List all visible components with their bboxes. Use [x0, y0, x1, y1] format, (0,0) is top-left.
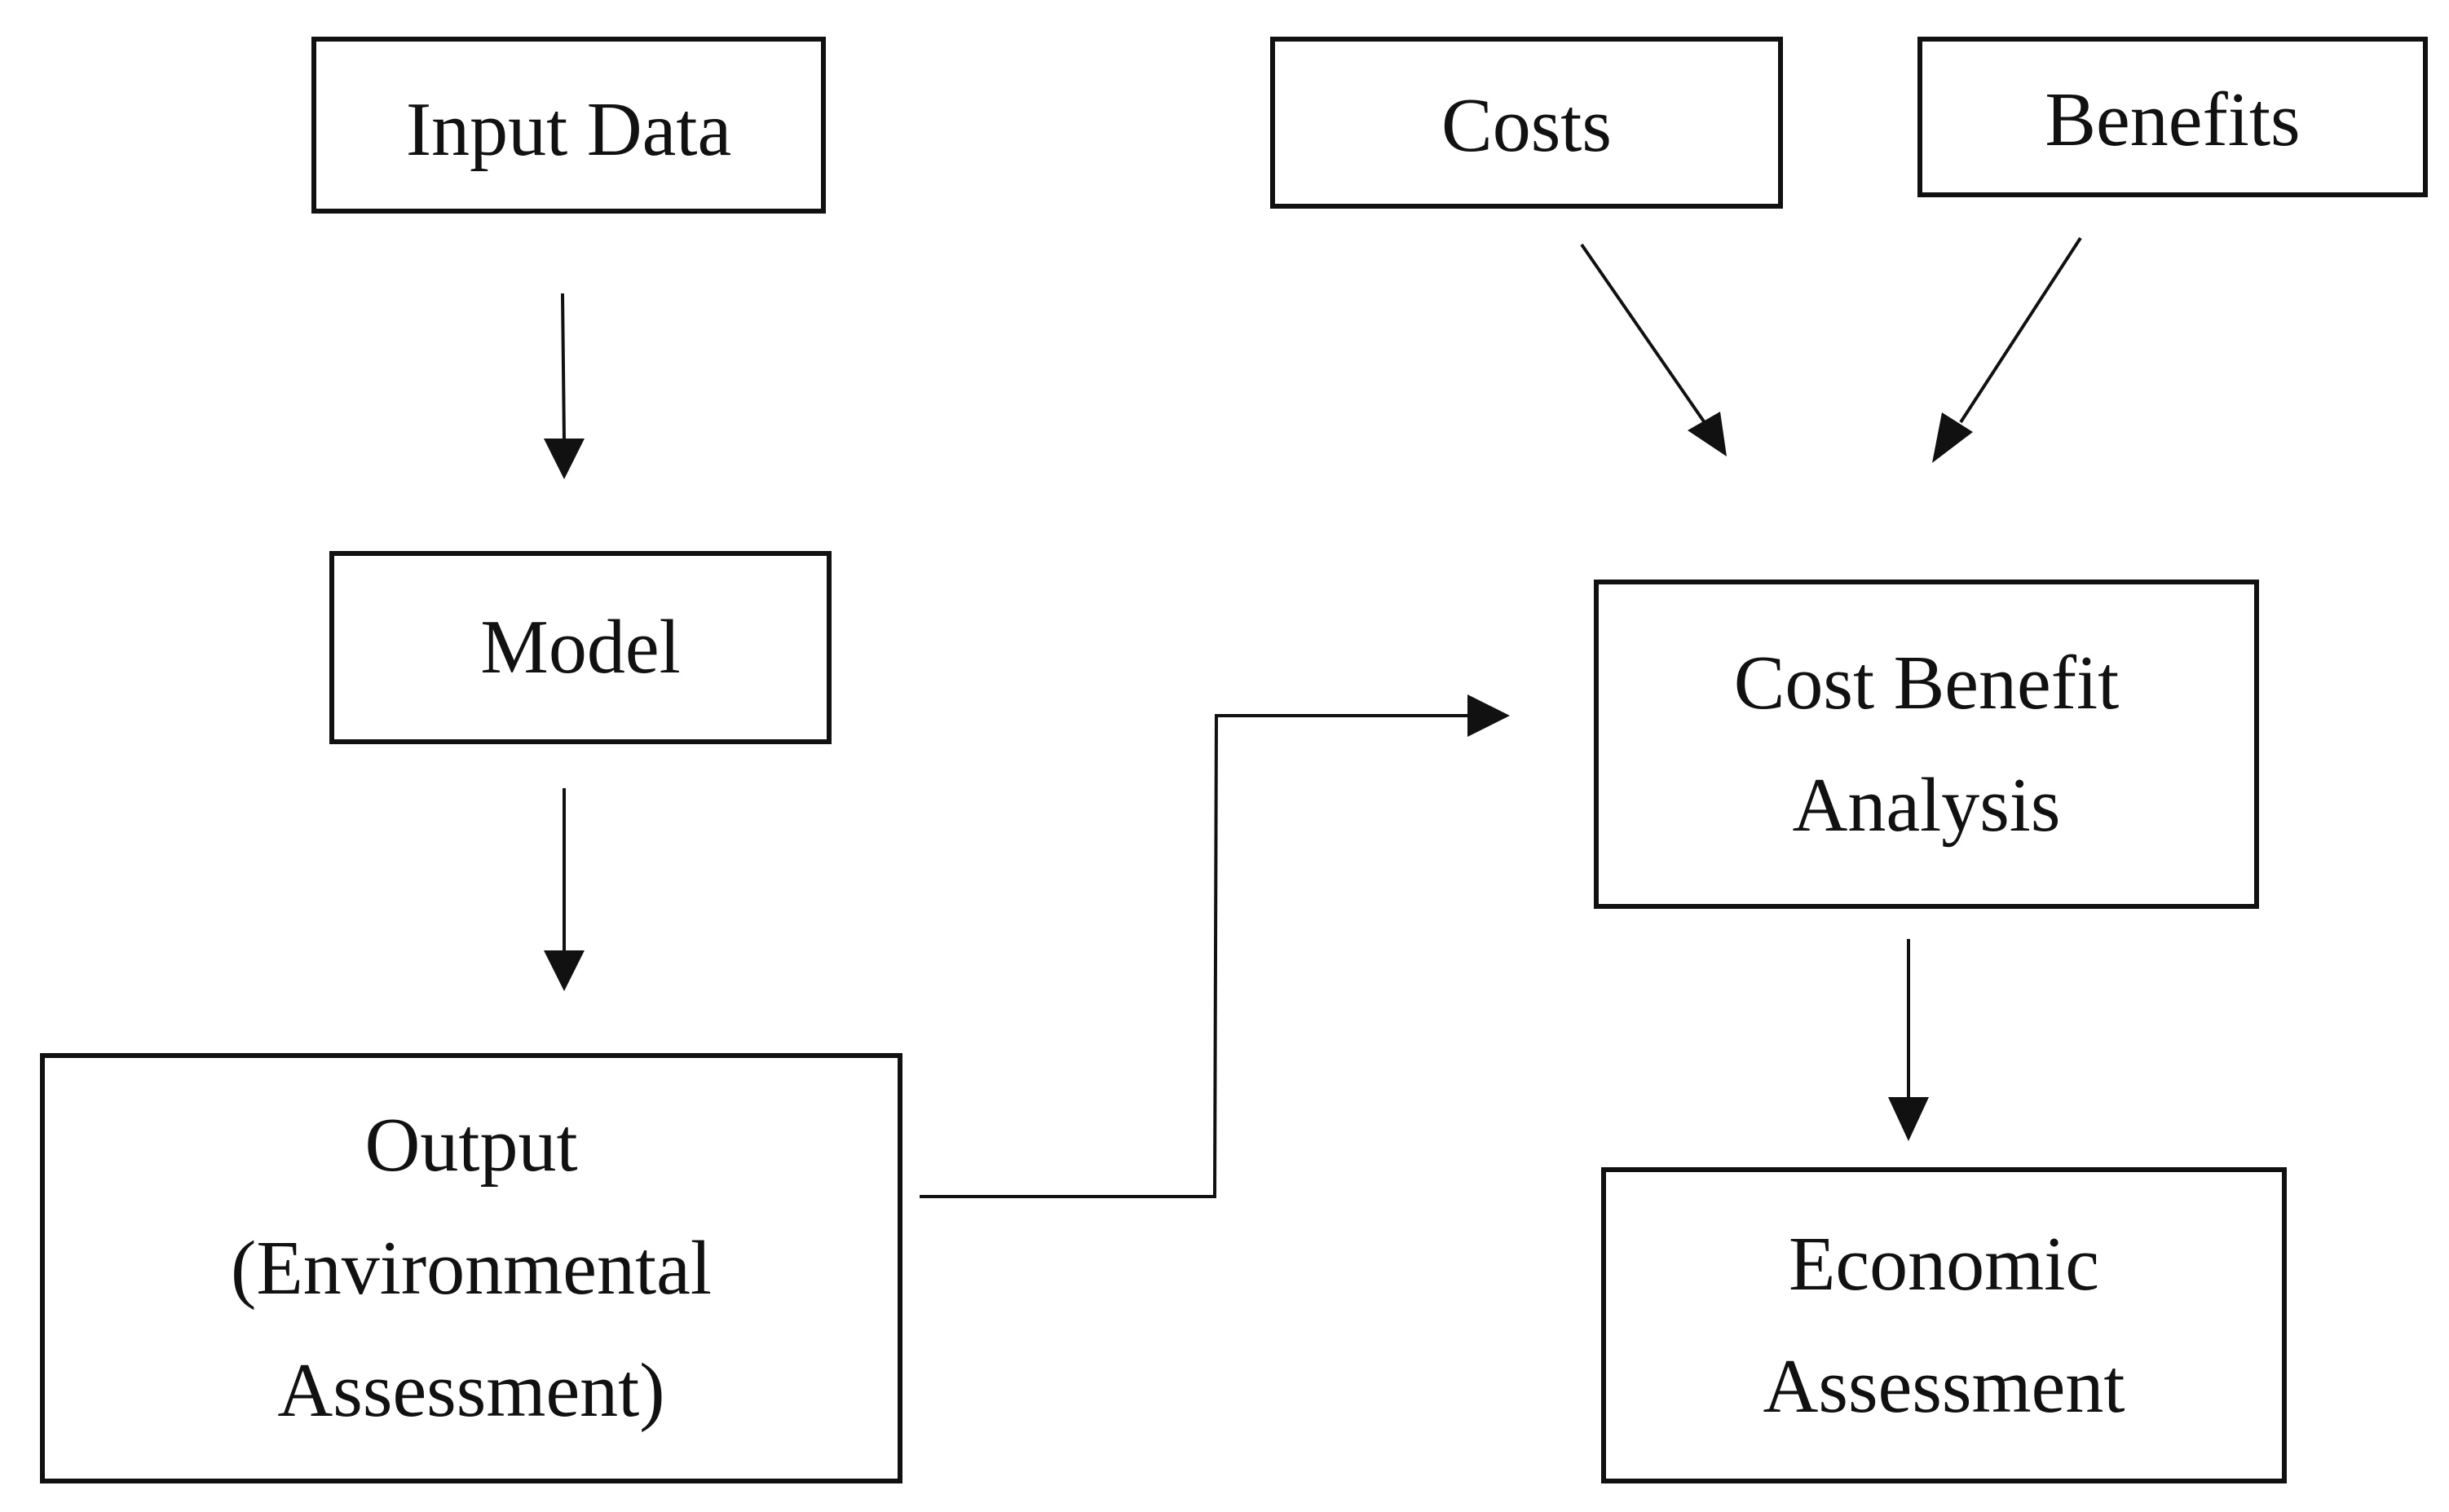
costs-box: Costs [1270, 37, 1783, 209]
arrow-model-to-output [544, 788, 585, 991]
benefits-box: Benefits [1917, 37, 2428, 197]
cost-benefit-analysis-box: Cost Benefit Analysis [1594, 580, 2259, 909]
model-label: Model [480, 605, 681, 690]
arrow-costs-to-cba [1580, 243, 1727, 456]
economic-assessment-label: Economic Assessment [1763, 1221, 2125, 1429]
output-label: Output (Environmental Assessment) [231, 1103, 712, 1434]
arrow-benefits-to-cba [1932, 236, 2082, 463]
model-box: Model [329, 551, 832, 744]
cost-benefit-analysis-label: Cost Benefit Analysis [1733, 640, 2120, 848]
arrow-input-to-model [544, 293, 585, 479]
output-box: Output (Environmental Assessment) [40, 1053, 902, 1483]
economic-assessment-box: Economic Assessment [1601, 1167, 2287, 1483]
arrow-cba-to-economic [1888, 939, 1929, 1141]
arrow-output-to-cba [920, 694, 1510, 1198]
input-data-box: Input Data [311, 37, 826, 214]
input-data-label: Input Data [405, 87, 732, 173]
benefits-label: Benefits [2045, 77, 2301, 163]
costs-label: Costs [1441, 83, 1612, 169]
